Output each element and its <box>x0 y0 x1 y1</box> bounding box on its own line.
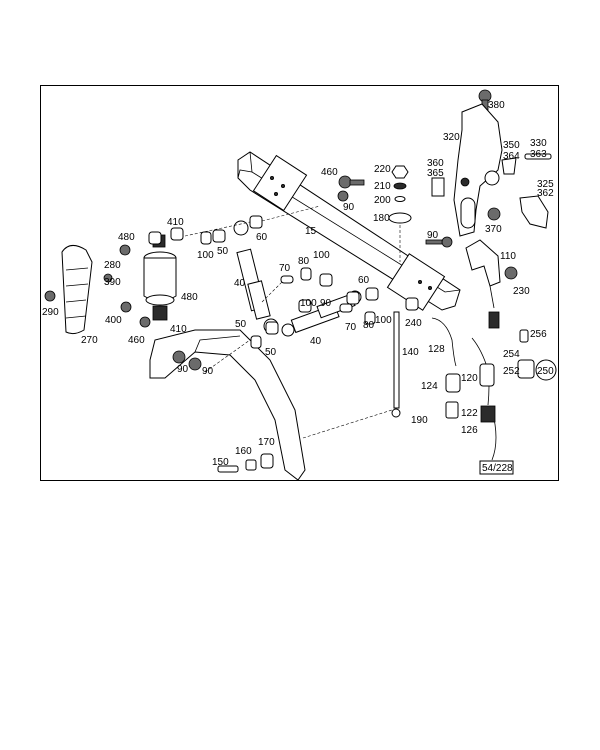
callout-50-lower: 50 <box>265 347 277 358</box>
callout-15: 15 <box>305 226 317 237</box>
rod-140 <box>391 311 401 418</box>
callout-252: 252 <box>503 366 520 377</box>
callout-240: 240 <box>405 318 422 329</box>
heat-shield-270 <box>61 245 93 335</box>
callout-330: 330 <box>530 138 547 149</box>
diagram-frame <box>40 85 559 481</box>
callout-220: 220 <box>374 164 391 175</box>
callout-250-circle <box>535 359 557 381</box>
callout-350: 350 <box>503 140 520 151</box>
callout-40-lower: 40 <box>310 336 322 347</box>
callout-120: 120 <box>461 373 478 384</box>
callout-128: 128 <box>428 344 445 355</box>
callout-100-top: 100 <box>197 250 214 261</box>
small-brackets <box>431 153 552 229</box>
harness <box>431 317 535 461</box>
callout-360: 360 <box>427 158 444 169</box>
callout-180: 180 <box>373 213 390 224</box>
callout-100-lower: 100 <box>300 298 317 309</box>
callout-110: 110 <box>500 251 516 262</box>
callout-320: 320 <box>443 132 460 143</box>
callout-380: 380 <box>488 100 505 111</box>
callout-90-left: 90 <box>177 364 189 375</box>
callout-80-top: 80 <box>298 256 310 267</box>
callout-480-mid: 480 <box>181 292 198 303</box>
callout-90-mid: 90 <box>320 298 332 309</box>
callout-390: 390 <box>104 277 121 288</box>
callout-90-top: 90 <box>343 202 355 213</box>
page-reference: 54/228 <box>482 463 513 474</box>
callout-40-upper: 40 <box>234 278 246 289</box>
callout-80-lower: 80 <box>363 320 375 331</box>
callout-100-right: 100 <box>375 315 392 326</box>
callout-170: 170 <box>258 437 275 448</box>
bushings <box>148 215 419 473</box>
washer-stack <box>388 165 412 262</box>
callout-325: 325 <box>537 179 554 190</box>
callout-70-lower: 70 <box>345 322 357 333</box>
callout-256: 256 <box>530 329 547 340</box>
callout-50-mid: 50 <box>235 319 247 330</box>
callout-100-mid: 100 <box>313 250 330 261</box>
callout-250: 250 <box>537 366 554 377</box>
callout-230: 230 <box>513 286 530 297</box>
callout-400: 400 <box>105 315 122 326</box>
callout-460-top: 460 <box>321 167 338 178</box>
callout-122: 122 <box>461 408 478 419</box>
callout-70-top: 70 <box>279 263 291 274</box>
callout-124: 124 <box>421 381 438 392</box>
callout-290: 290 <box>42 307 59 318</box>
callout-60-mid: 60 <box>358 275 370 286</box>
callout-365: 365 <box>427 168 444 179</box>
callout-210: 210 <box>374 181 391 192</box>
callout-126: 126 <box>461 425 478 436</box>
linkage-arm-110 <box>465 239 501 329</box>
callout-200: 200 <box>374 195 391 206</box>
callout-362: 362 <box>537 188 554 199</box>
callout-90-left2: 90 <box>202 366 214 377</box>
callout-370: 370 <box>485 224 502 235</box>
page-ref-box <box>479 460 514 475</box>
bolts <box>44 89 518 371</box>
leader-lines <box>184 205 393 439</box>
callout-480-top: 480 <box>118 232 135 243</box>
level-valve-bracket-320 <box>453 103 503 237</box>
callout-190: 190 <box>411 415 428 426</box>
callout-364: 364 <box>503 151 520 162</box>
callout-280: 280 <box>104 260 121 271</box>
callout-410-lower: 410 <box>170 324 187 335</box>
callout-460-left: 460 <box>128 335 145 346</box>
callout-50-top: 50 <box>217 246 229 257</box>
callout-363: 363 <box>530 149 547 160</box>
callout-410-top: 410 <box>167 217 184 228</box>
callout-labels: 380 320 350 364 330 363 220 210 200 180 … <box>42 100 554 474</box>
callout-160: 160 <box>235 446 252 457</box>
lower-arm-frame <box>149 329 306 481</box>
callout-90-right: 90 <box>427 230 439 241</box>
callout-60-top: 60 <box>256 232 268 243</box>
callout-150: 150 <box>212 457 229 468</box>
callout-254: 254 <box>503 349 520 360</box>
callout-140: 140 <box>402 347 419 358</box>
callout-270: 270 <box>81 335 98 346</box>
cross-member-15 <box>237 151 461 311</box>
air-spring-410 <box>143 234 177 321</box>
